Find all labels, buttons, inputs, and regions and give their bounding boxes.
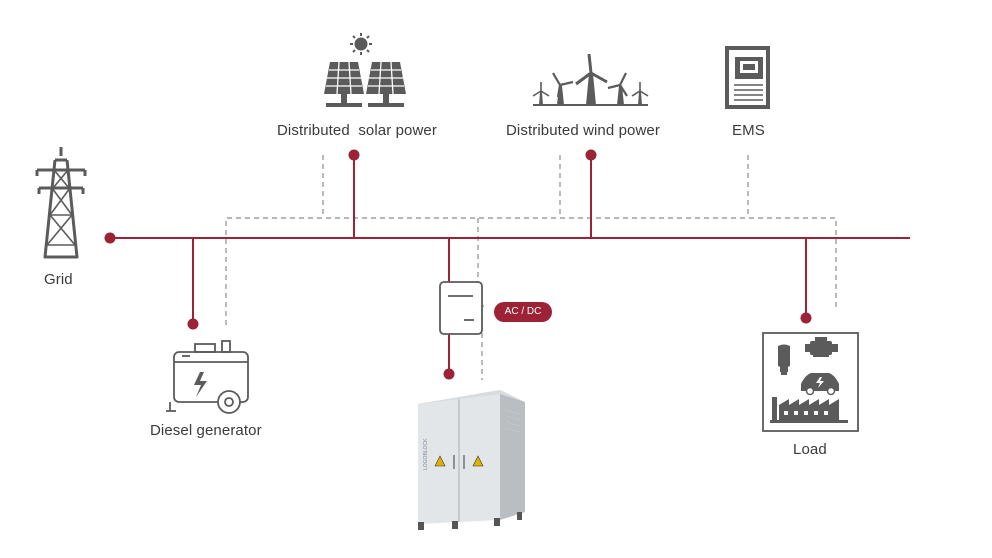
power-nodes (104, 149, 812, 380)
ems-label: EMS (732, 122, 765, 139)
communication-lines (225, 155, 837, 380)
load-label: Load (793, 441, 827, 458)
node-grid (104, 232, 116, 244)
converter-badge-bg (494, 302, 552, 322)
electric-car-icon (801, 373, 839, 396)
solar-panel-icon (324, 33, 406, 107)
converter-badge: AC / DC (504, 306, 542, 317)
diesel-generator-label: Diesel generator (150, 422, 262, 439)
node-solar (348, 149, 360, 161)
load-icon (762, 332, 859, 432)
transmission-tower-icon (35, 147, 87, 259)
battery-cabinet-icon: LOGOBLOCK (418, 390, 525, 530)
solar-label: Distributed solar power (277, 122, 437, 139)
node-diesel (187, 318, 199, 330)
diesel-generator-icon (166, 340, 249, 414)
grid-label: Grid (44, 271, 73, 288)
light-bulb-icon (778, 344, 790, 375)
cabinet-brand-text: LOGOBLOCK (423, 438, 429, 470)
node-wind (585, 149, 597, 161)
motor-icon (805, 337, 838, 357)
ems-computer-icon (725, 46, 770, 109)
sun-icon (350, 33, 372, 55)
wind-label: Distributed wind power (506, 122, 660, 139)
converter-box-icon (439, 281, 483, 335)
power-lines (110, 155, 910, 374)
node-load (800, 312, 812, 324)
factory-icon (770, 397, 848, 423)
wind-turbine-icon (532, 53, 649, 106)
node-cabinet (443, 368, 455, 380)
